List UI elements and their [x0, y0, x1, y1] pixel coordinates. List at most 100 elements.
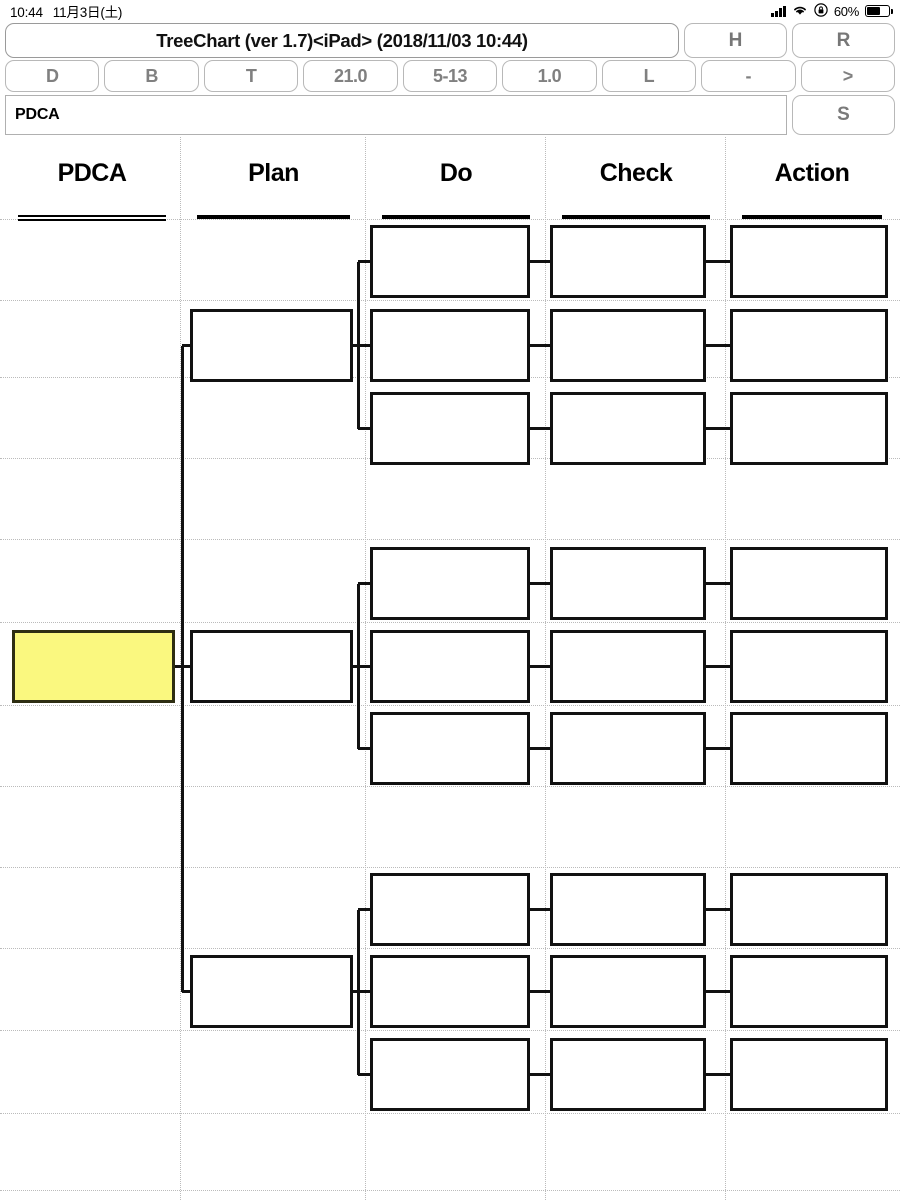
root-node[interactable] — [12, 630, 175, 703]
do-node-2-2-label — [373, 1041, 527, 1049]
check-node-2-1[interactable] — [550, 955, 706, 1028]
row-gridline-12 — [0, 1190, 900, 1191]
action-node-1-2[interactable] — [730, 712, 888, 785]
action-node-1-1[interactable] — [730, 630, 888, 703]
tool-l-button[interactable]: L — [601, 60, 697, 92]
check-stub-1-2 — [530, 747, 550, 750]
do-stub-2-0 — [358, 908, 370, 911]
check-node-0-0[interactable] — [550, 225, 706, 298]
status-time: 10:44 — [10, 5, 43, 20]
action-node-2-2-label — [733, 1041, 885, 1049]
plan-node-0[interactable] — [190, 309, 353, 382]
do-node-0-0[interactable] — [370, 225, 530, 298]
action-node-0-1[interactable] — [730, 309, 888, 382]
check-node-2-0[interactable] — [550, 873, 706, 946]
column-divider-1 — [365, 137, 366, 1200]
action-stub-2-0 — [706, 908, 730, 911]
do-stub-2-1 — [358, 990, 370, 993]
plan-stub-2 — [182, 990, 190, 993]
check-node-2-1-label — [553, 958, 703, 966]
check-stub-2-0 — [530, 908, 550, 911]
row-gridline-1 — [0, 300, 900, 301]
action-node-1-0-label — [733, 550, 885, 558]
do-node-2-1[interactable] — [370, 955, 530, 1028]
action-node-2-0-label — [733, 876, 885, 884]
do-stub-0-1 — [358, 344, 370, 347]
do-node-2-2[interactable] — [370, 1038, 530, 1111]
do-node-0-1-label — [373, 312, 527, 320]
root-stub — [175, 665, 182, 668]
check-node-0-2-label — [553, 395, 703, 403]
plan-node-2[interactable] — [190, 955, 353, 1028]
do-stub-1-1 — [358, 665, 370, 668]
column-header-rule-1 — [197, 215, 350, 219]
tool-b-button[interactable]: B — [104, 60, 199, 92]
next-button[interactable]: > — [800, 60, 895, 92]
check-stub-2-1 — [530, 990, 550, 993]
tool-t-button[interactable]: T — [203, 60, 299, 92]
action-node-2-2[interactable] — [730, 1038, 888, 1111]
do-node-2-1-label — [373, 958, 527, 966]
home-button[interactable]: H — [684, 23, 787, 58]
check-node-2-2[interactable] — [550, 1038, 706, 1111]
do-node-0-2[interactable] — [370, 392, 530, 465]
action-node-0-0[interactable] — [730, 225, 888, 298]
save-button[interactable]: S — [792, 95, 895, 135]
check-node-0-1[interactable] — [550, 309, 706, 382]
app-title: TreeChart (ver 1.7)<iPad> (2018/11/03 10… — [156, 29, 528, 51]
do-node-1-0[interactable] — [370, 547, 530, 620]
reload-button[interactable]: R — [792, 23, 895, 58]
do-node-0-0-label — [373, 228, 527, 236]
range-button[interactable]: 5-13 — [402, 60, 498, 92]
tool-d-button[interactable]: D — [5, 60, 100, 92]
action-node-2-0[interactable] — [730, 873, 888, 946]
node-text-input[interactable]: PDCA — [5, 95, 787, 135]
plan-node-1[interactable] — [190, 630, 353, 703]
action-node-2-1[interactable] — [730, 955, 888, 1028]
app-title-field[interactable]: TreeChart (ver 1.7)<iPad> (2018/11/03 10… — [5, 23, 679, 58]
check-stub-1-0 — [530, 582, 550, 585]
battery-percent: 60% — [833, 3, 859, 19]
plan-node-2-label — [193, 958, 350, 966]
check-stub-0-0 — [530, 260, 550, 263]
do-node-1-1[interactable] — [370, 630, 530, 703]
row-gridline-5 — [0, 622, 900, 623]
row-gridline-11 — [0, 1113, 900, 1114]
do-node-2-0[interactable] — [370, 873, 530, 946]
do-node-2-0-label — [373, 876, 527, 884]
do-stub-0-0 — [358, 260, 370, 263]
check-node-0-2[interactable] — [550, 392, 706, 465]
action-stub-0-0 — [706, 260, 730, 263]
action-node-0-2[interactable] — [730, 392, 888, 465]
status-bar: 10:44 11月3日(土) 60% — [0, 0, 900, 22]
node-text-value: PDCA — [15, 106, 60, 123]
do-node-1-0-label — [373, 550, 527, 558]
do-node-0-2-label — [373, 395, 527, 403]
plan-node-1-label — [193, 633, 350, 641]
action-node-1-0[interactable] — [730, 547, 888, 620]
check-node-1-2[interactable] — [550, 712, 706, 785]
check-node-1-1[interactable] — [550, 630, 706, 703]
action-stub-0-1 — [706, 344, 730, 347]
check-node-1-0[interactable] — [550, 547, 706, 620]
do-node-1-1-label — [373, 633, 527, 641]
column-divider-2 — [545, 137, 546, 1200]
plan-trunk — [180, 345, 184, 992]
font-size-button[interactable]: 21.0 — [303, 60, 398, 92]
check-node-2-0-label — [553, 876, 703, 884]
signal-bars-icon — [771, 5, 786, 17]
action-stub-2-1 — [706, 990, 730, 993]
action-stub-1-2 — [706, 747, 730, 750]
scale-button[interactable]: 1.0 — [502, 60, 597, 92]
row-gridline-9 — [0, 948, 900, 949]
do-stub-2-2 — [358, 1073, 370, 1076]
minus-button[interactable]: - — [701, 60, 796, 92]
do-node-0-1[interactable] — [370, 309, 530, 382]
do-node-1-2[interactable] — [370, 712, 530, 785]
check-stub-0-1 — [530, 344, 550, 347]
row-gridline-8 — [0, 867, 900, 868]
column-header-pdca: PDCA — [57, 159, 127, 187]
root-node-label — [15, 633, 172, 641]
